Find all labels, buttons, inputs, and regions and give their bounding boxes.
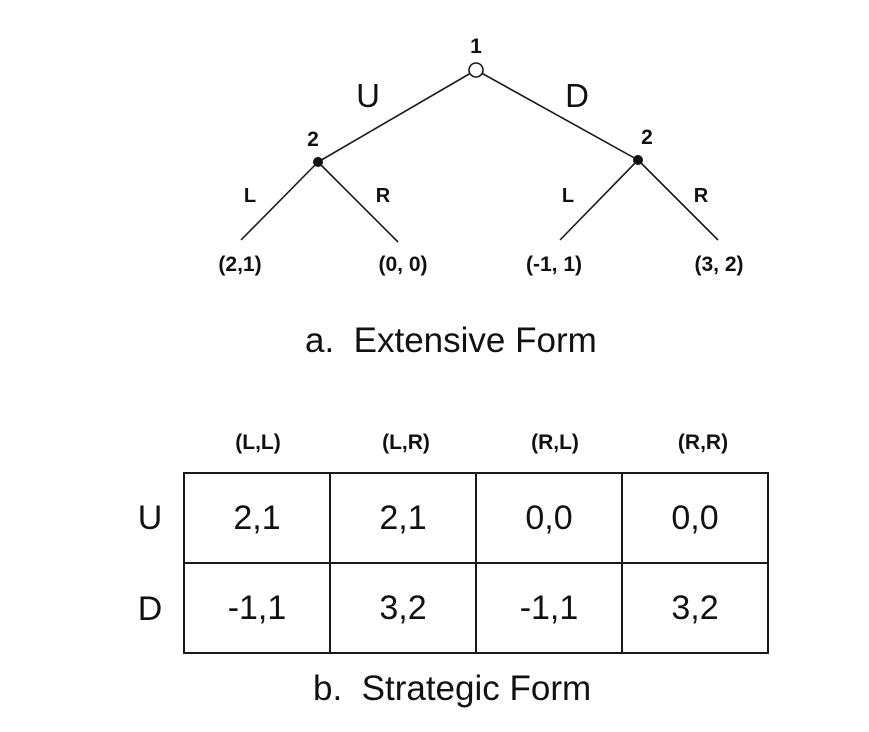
matrix-row-u: 2,1 2,1 0,0 0,0 bbox=[183, 472, 769, 564]
action-label-right-r: R bbox=[694, 185, 709, 207]
edge-right-node-r bbox=[637, 159, 719, 241]
right-node-player-label: 2 bbox=[641, 126, 653, 149]
action-label-d: D bbox=[565, 77, 589, 114]
edge-left-node-l bbox=[240, 161, 319, 241]
extensive-form-caption: a. Extensive Form bbox=[305, 321, 597, 360]
row-header-u: U bbox=[137, 499, 163, 537]
matrix-cell: 0,0 bbox=[475, 472, 623, 564]
edge-root-down bbox=[475, 69, 639, 161]
root-player-label: 1 bbox=[470, 35, 482, 58]
action-label-u: U bbox=[356, 77, 380, 114]
payoff-ur: (0, 0) bbox=[378, 253, 427, 276]
matrix-cell: 2,1 bbox=[329, 472, 477, 564]
right-decision-node bbox=[633, 155, 643, 165]
root-decision-node bbox=[468, 62, 484, 78]
matrix-cell: 3,2 bbox=[329, 562, 477, 654]
action-label-left-r: R bbox=[376, 185, 391, 207]
column-header-ll: (L,L) bbox=[235, 431, 281, 454]
column-header-lr: (L,R) bbox=[382, 431, 430, 454]
edge-root-up bbox=[317, 69, 477, 163]
matrix-cell: 3,2 bbox=[621, 562, 769, 654]
matrix-cell: -1,1 bbox=[475, 562, 623, 654]
column-header-rl: (R,L) bbox=[531, 431, 579, 454]
action-label-right-l: L bbox=[562, 185, 574, 207]
column-header-rr: (R,R) bbox=[677, 431, 729, 454]
action-label-left-l: L bbox=[244, 185, 256, 207]
matrix-cell: 2,1 bbox=[183, 472, 331, 564]
payoff-dr: (3, 2) bbox=[694, 253, 743, 276]
payoff-dl: (-1, 1) bbox=[526, 253, 582, 276]
row-header-d: D bbox=[137, 590, 163, 628]
edge-left-node-r bbox=[317, 161, 399, 243]
matrix-row-d: -1,1 3,2 -1,1 3,2 bbox=[183, 562, 769, 654]
payoff-ul: (2,1) bbox=[218, 253, 261, 276]
strategic-form-matrix: 2,1 2,1 0,0 0,0 -1,1 3,2 -1,1 3,2 bbox=[183, 472, 769, 654]
matrix-cell: -1,1 bbox=[183, 562, 331, 654]
left-node-player-label: 2 bbox=[307, 128, 319, 151]
left-decision-node bbox=[313, 157, 323, 167]
edge-right-node-l bbox=[559, 159, 639, 241]
strategic-form-caption: b. Strategic Form bbox=[313, 669, 592, 708]
matrix-cell: 0,0 bbox=[621, 472, 769, 564]
